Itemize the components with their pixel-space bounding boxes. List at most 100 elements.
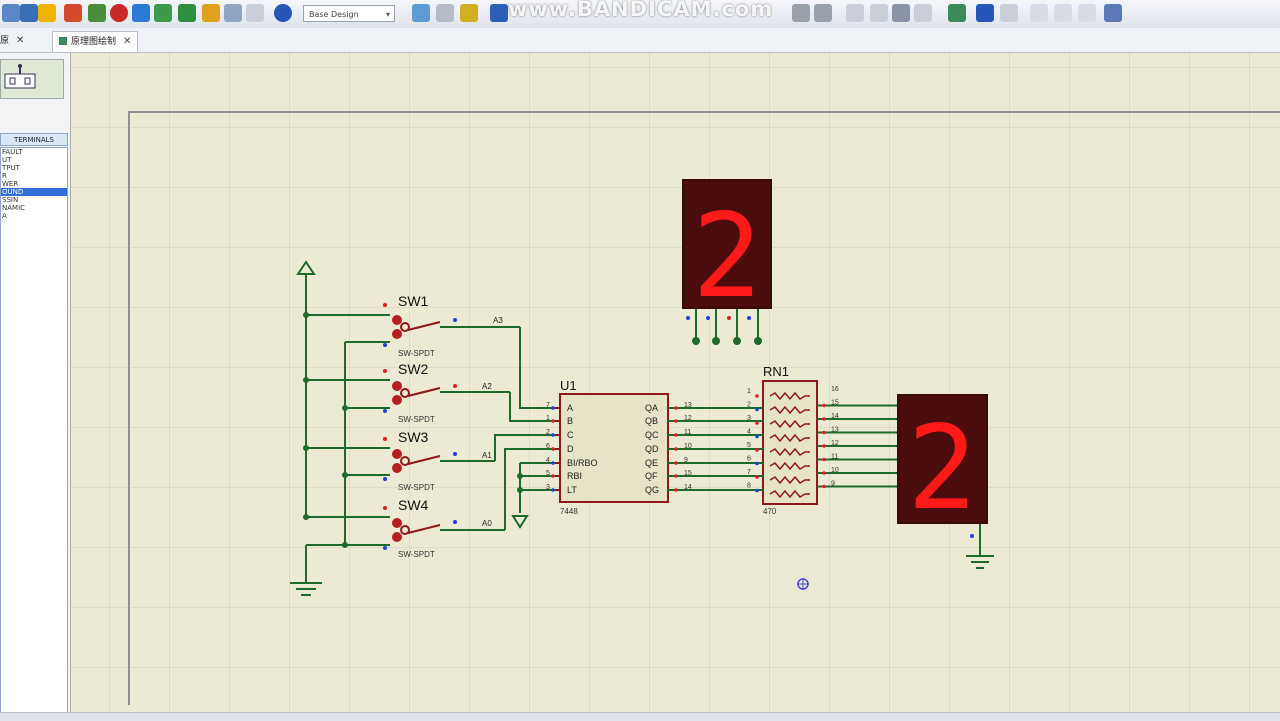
switch-sw1[interactable]: SW1 SW-SPDT A3	[303, 293, 520, 358]
pin-state-marker	[755, 475, 759, 479]
pin-number: 13	[831, 427, 839, 434]
component-ref: U1	[560, 378, 577, 393]
layout-icon[interactable]	[154, 4, 172, 22]
pin-number: 16	[831, 386, 839, 393]
list-item[interactable]: TPUT	[2, 164, 20, 172]
net-label: A0	[482, 519, 492, 528]
netlist-icon[interactable]	[948, 4, 966, 22]
list-item[interactable]: A	[2, 212, 7, 220]
pin-name: B	[567, 416, 573, 426]
property-icon[interactable]	[1000, 4, 1018, 22]
close-icon[interactable]: ✕	[16, 35, 25, 46]
add-sheet-icon[interactable]	[1030, 4, 1048, 22]
edit-icon[interactable]	[892, 4, 910, 22]
pin-state-marker	[674, 461, 678, 465]
bandicam-watermark: www.BANDICAM.com	[508, 0, 774, 21]
list-item[interactable]: OUND	[1, 188, 67, 196]
pin-state-marker	[551, 447, 555, 451]
exit-sheet-icon[interactable]	[1078, 4, 1096, 22]
object-selector-panel: TERMINALS FAULT UT TPUT R WER OUND SSIN …	[0, 53, 71, 720]
pin-state-marker	[551, 474, 555, 478]
terminal-list[interactable]: FAULT UT TPUT R WER OUND SSIN NAMIC A	[0, 147, 68, 717]
seven-segment-display-top[interactable]: 2	[682, 179, 772, 345]
find-icon[interactable]	[870, 4, 888, 22]
pin-state-marker	[551, 461, 555, 465]
grid-icon[interactable]	[436, 4, 454, 22]
list-item[interactable]: R	[2, 172, 7, 180]
main-toolbar: Base Design▾ www.BANDICAM.com	[0, 0, 1280, 29]
net-label: A1	[482, 451, 492, 460]
block-move-icon[interactable]	[814, 4, 832, 22]
pin-name: QD	[645, 444, 659, 454]
block-copy-icon[interactable]	[792, 4, 810, 22]
ground-terminal[interactable]	[511, 515, 529, 529]
delete-sheet-icon[interactable]	[1054, 4, 1072, 22]
tab-bar: 原✕ 原理图绘制✕	[0, 28, 1280, 53]
origin-marker-icon	[797, 578, 809, 590]
home-icon[interactable]	[64, 4, 82, 22]
schematic-canvas[interactable]: SW1 SW-SPDT A3 SW2 SW-SPDT A2	[71, 53, 1280, 713]
pcb-icon[interactable]	[224, 4, 242, 22]
pin-number: 7	[546, 402, 550, 409]
crosshair-icon[interactable]	[490, 4, 508, 22]
switch-sw2[interactable]: SW2 SW-SPDT A2	[303, 361, 510, 424]
pin-name: QF	[645, 471, 658, 481]
list-item[interactable]: NAMIC	[2, 204, 26, 212]
net-label: A2	[482, 382, 492, 391]
pin-number: 6	[747, 456, 751, 463]
tab-schematic[interactable]: 原理图绘制✕	[52, 31, 139, 52]
pin-state-marker	[755, 448, 759, 452]
pin-number: 12	[684, 415, 692, 422]
new-file-icon[interactable]	[2, 4, 20, 22]
save-icon[interactable]	[20, 4, 38, 22]
pin-number: 4	[546, 457, 550, 464]
rewind-icon[interactable]	[132, 4, 150, 22]
document-icon[interactable]	[246, 4, 264, 22]
component-ref: RN1	[763, 364, 789, 379]
pin-number: 5	[747, 442, 751, 449]
pin-name: QE	[645, 458, 658, 468]
schematic-icon[interactable]	[88, 4, 106, 22]
list-item[interactable]: WER	[2, 180, 19, 188]
pin-state-marker	[551, 433, 555, 437]
pin-number: 2	[747, 402, 751, 409]
import-icon[interactable]	[38, 4, 56, 22]
list-item[interactable]: FAULT	[2, 148, 23, 156]
list-item[interactable]: UT	[2, 156, 12, 164]
design-combo[interactable]: Base Design▾	[303, 5, 395, 22]
tab-home[interactable]: 原✕	[0, 35, 25, 46]
help-icon[interactable]	[274, 4, 292, 22]
switch-sw3[interactable]: SW3 SW-SPDT A1	[303, 429, 495, 492]
switch-type: SW-SPDT	[398, 550, 435, 559]
pin-state-marker	[674, 406, 678, 410]
cost-icon[interactable]	[202, 4, 220, 22]
pin-number: 11	[831, 454, 838, 461]
bom-icon[interactable]	[178, 4, 196, 22]
pin-state-marker	[822, 444, 826, 448]
output-wires	[555, 404, 897, 491]
input-wires	[494, 327, 555, 530]
tool-icon[interactable]	[914, 4, 932, 22]
seven-segment-display-right[interactable]: 2	[897, 394, 994, 569]
pin-state-marker	[674, 474, 678, 478]
origin-icon[interactable]	[460, 4, 478, 22]
stop-icon[interactable]	[110, 4, 128, 22]
switch-type: SW-SPDT	[398, 483, 435, 492]
zoom-icon[interactable]	[846, 4, 864, 22]
refresh-icon[interactable]	[412, 4, 430, 22]
switch-sw4[interactable]: SW4 SW-SPDT A0	[303, 497, 505, 559]
list-item[interactable]: SSIN	[2, 196, 19, 204]
report-icon[interactable]	[1104, 4, 1122, 22]
binoculars-icon[interactable]	[976, 4, 994, 22]
pin-name: QC	[645, 430, 659, 440]
pin-number: 8	[747, 483, 751, 490]
close-icon[interactable]: ✕	[123, 36, 132, 47]
pin-number: 11	[684, 429, 691, 436]
component-value: 470	[763, 507, 777, 516]
terminals-header: TERMINALS	[0, 133, 68, 146]
switch-ref: SW4	[398, 497, 429, 513]
pin-state-marker	[822, 457, 826, 462]
ground-terminal[interactable]	[290, 545, 322, 596]
resistor-network-rn1[interactable]: RN1 470	[762, 364, 818, 516]
